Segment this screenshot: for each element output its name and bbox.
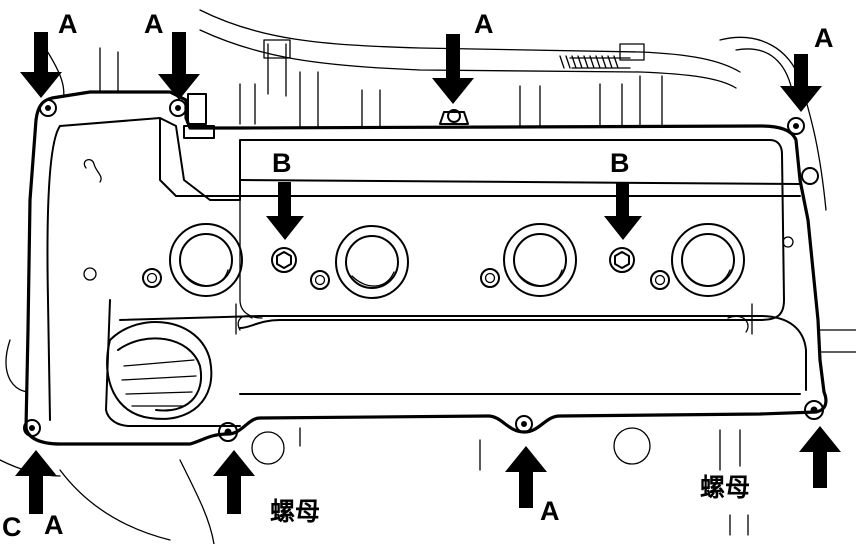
arrow-up-icon (15, 450, 57, 514)
bolt-a-bottom-left (23, 419, 41, 437)
arrow-down-icon (20, 32, 62, 98)
label-a-top-right: A (814, 23, 834, 53)
arrow-down-icon (604, 182, 642, 240)
grommets (142, 167, 819, 290)
arrow-down-icon (266, 182, 304, 240)
label-c: C (2, 512, 22, 542)
bolt-b-right (609, 247, 635, 273)
arrow-up-icon (799, 426, 841, 488)
label-nut-left: 螺母 (270, 497, 320, 526)
spark-plug-hole-3 (503, 223, 577, 297)
nut-bottom-right (804, 400, 824, 420)
bolt-a-top-left (39, 99, 57, 117)
arrow-up-icon (213, 450, 255, 514)
bolt-a-top-second (169, 93, 215, 139)
arrow-up-icon (505, 446, 547, 508)
label-b-right: B (610, 148, 630, 178)
label-a-top-center: A (474, 9, 494, 39)
label-a-top-left: A (58, 9, 78, 39)
label-a-top-second: A (144, 9, 164, 39)
label-nut-right: 螺母 (700, 473, 750, 502)
bolt-b-left (271, 247, 297, 273)
label-a-bottom-left: A (44, 510, 64, 540)
oil-filler-cap (106, 321, 213, 420)
spark-plug-hole-4 (671, 223, 745, 297)
bolt-a-top-center (439, 109, 469, 125)
arrow-down-icon (158, 32, 200, 100)
nut-bottom-left (218, 422, 238, 442)
cylinder-head-cover (24, 90, 828, 446)
arrow-down-icon (432, 34, 474, 104)
spark-plug-hole-1 (169, 223, 243, 297)
arrow-down-icon (780, 54, 822, 112)
label-a-bottom-center: A (540, 496, 560, 526)
labels: A A A A A A B B C 螺母 螺母 (2, 9, 834, 542)
background-engine-parts (0, 9, 856, 544)
label-b-left: B (272, 148, 292, 178)
bolt-a-top-right (787, 117, 805, 135)
spark-plug-hole-2 (335, 225, 409, 299)
bolt-a-bottom-center (515, 415, 533, 433)
arrows (15, 32, 841, 514)
